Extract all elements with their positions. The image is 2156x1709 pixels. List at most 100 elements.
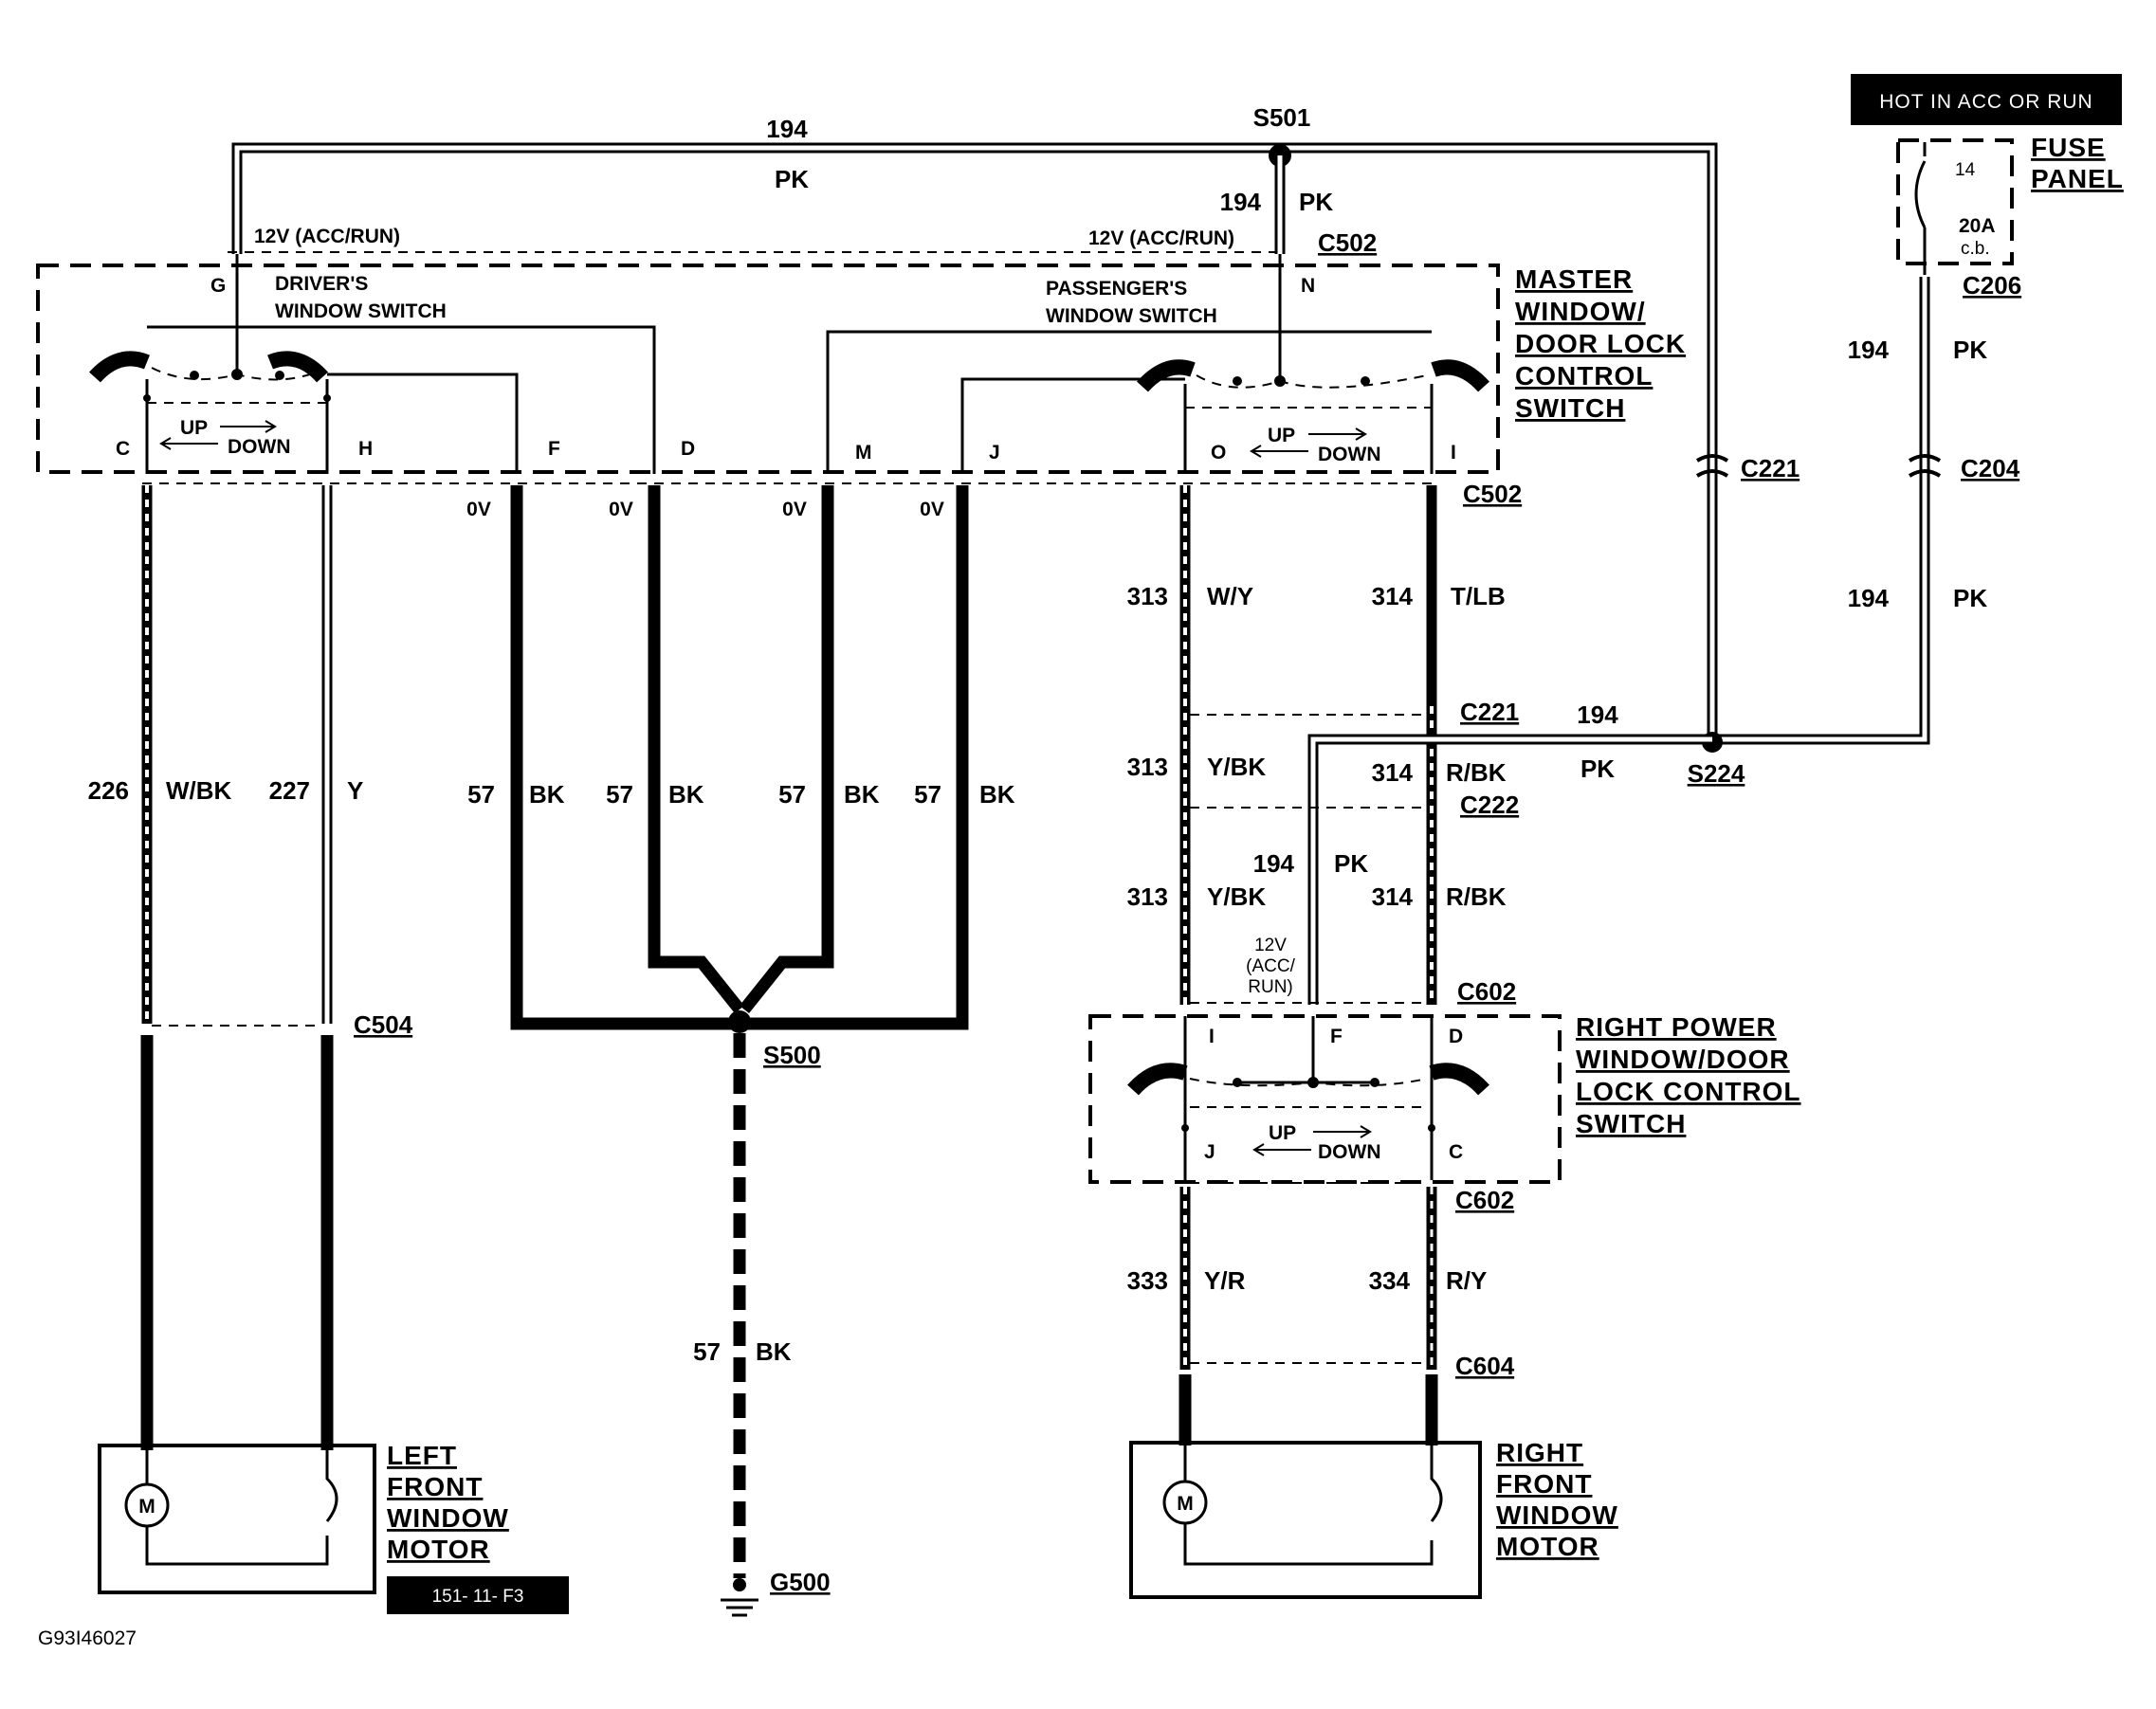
splice-s500: [728, 1010, 751, 1033]
wire-313-color-2: Y/BK: [1207, 753, 1266, 781]
hot-in-acc-or-run-box: [1851, 74, 2122, 125]
wire-57-f-num: 57: [467, 780, 495, 809]
wire-194-mid-num: 194: [1253, 849, 1295, 878]
zero-volt-d: 0V: [609, 499, 633, 520]
wire-227-num: 227: [269, 776, 310, 805]
fuse-panel-title-2: PANEL: [2031, 164, 2124, 193]
right-v12-line-3: RUN): [1248, 977, 1293, 997]
pin-j: J: [989, 442, 1000, 464]
splice-s224-label: S224: [1688, 759, 1745, 788]
connector-c602-top-label: C602: [1457, 977, 1516, 1006]
drivers-switch-rocker-right: [267, 351, 328, 383]
wire-57-m-num: 57: [778, 780, 806, 809]
master-switch-title-4: CONTROL: [1515, 361, 1653, 391]
right-motor-box: [1129, 1441, 1482, 1599]
right-switch-rocker-right: [1429, 1063, 1489, 1096]
right-motor-title-4: MOTOR: [1496, 1532, 1599, 1561]
wire-313-color-1: W/Y: [1207, 582, 1253, 610]
passengers-to-pin-j: [960, 377, 1185, 474]
ground-g500-label: G500: [770, 1568, 831, 1596]
pin-d: D: [681, 438, 695, 460]
wire-194-s224-color: PK: [1580, 755, 1615, 783]
connector-c222-label: C222: [1460, 791, 1519, 819]
passengers-switch-label-1: PASSENGER'S: [1046, 278, 1187, 300]
pin-m: M: [855, 442, 872, 464]
wire-227-color: Y: [347, 776, 363, 805]
wire-194-top-color: PK: [775, 165, 809, 193]
connector-c206-label: C206: [1963, 271, 2021, 300]
drivers-up-label: UP: [180, 417, 208, 439]
wire-333-num: 333: [1127, 1266, 1168, 1295]
right-pin-c: C: [1449, 1141, 1463, 1163]
passengers-switch-rocker-left: [1137, 359, 1196, 392]
pin-c: C: [116, 438, 130, 460]
connector-c221-label: C221: [1460, 698, 1519, 726]
wire-313-color-3: Y/BK: [1207, 882, 1266, 911]
wire-57-ground-num: 57: [693, 1337, 721, 1366]
wire-194-fuse2-num: 194: [1848, 584, 1890, 612]
wire-57-j: [740, 485, 969, 1030]
right-up-label: UP: [1269, 1122, 1296, 1144]
wire-314-num-3: 314: [1372, 882, 1414, 911]
wire-57-j-num: 57: [914, 780, 941, 809]
circuit-breaker-symbol: [1914, 160, 1927, 228]
wire-314-color-1: T/LB: [1451, 582, 1506, 610]
drivers-switch-label-1: DRIVER'S: [275, 273, 368, 295]
zero-volt-f: 0V: [466, 499, 491, 520]
wire-57-m-color: BK: [844, 780, 880, 809]
code-box-label: 151- 11- F3: [432, 1587, 524, 1607]
passengers-to-pin-m: [826, 330, 1432, 474]
master-switch-title-3: DOOR LOCK: [1515, 329, 1686, 358]
fuse-rating: 20A: [1959, 215, 1996, 237]
wire-57-j-color: BK: [979, 780, 1015, 809]
drivers-to-pin-f: [327, 373, 519, 474]
fuse-panel-title-1: FUSE: [2031, 133, 2106, 162]
wire-314-color-3: R/BK: [1446, 882, 1507, 911]
wire-314-color-2: R/BK: [1446, 758, 1507, 787]
wire-194-fuse-color: PK: [1953, 336, 1987, 364]
wire-333-color: Y/R: [1204, 1266, 1246, 1295]
connector-c221-right-symbol: [1695, 454, 1729, 478]
drivers-switch-rocker-left: [89, 351, 150, 383]
right-down-label: DOWN: [1318, 1141, 1381, 1163]
right-v12-line-2: (ACC/: [1246, 956, 1295, 976]
connector-c604-label: C604: [1455, 1352, 1515, 1380]
right-motor-title-2: FRONT: [1496, 1469, 1592, 1499]
zero-volt-j: 0V: [920, 499, 944, 520]
right-switch-title-3: LOCK CONTROL: [1576, 1077, 1801, 1106]
connector-c602-bottom-label: C602: [1455, 1186, 1514, 1214]
connector-c221-right-label: C221: [1741, 454, 1800, 482]
wire-194-s224-num: 194: [1577, 700, 1618, 729]
connector-c204-label: C204: [1961, 454, 2020, 482]
connector-c204-symbol: [1908, 454, 1942, 478]
wire-57-f: [510, 485, 740, 1030]
left-motor-circuit: [145, 1450, 338, 1566]
wire-313-num-3: 313: [1127, 882, 1168, 911]
left-motor-title-2: FRONT: [387, 1472, 483, 1501]
right-motor-title-1: RIGHT: [1496, 1438, 1583, 1467]
wire-334-num: 334: [1369, 1266, 1411, 1295]
right-switch-rocker-left: [1127, 1063, 1188, 1096]
fuse-panel-box: [1896, 138, 2014, 265]
passengers-switch-rocker-right: [1431, 359, 1489, 392]
wire-334-color: R/Y: [1446, 1266, 1487, 1295]
wire-194-top-num: 194: [766, 115, 808, 143]
wire-226-num: 226: [88, 776, 129, 805]
passengers-up-label: UP: [1268, 425, 1295, 446]
right-motor-circuit: [1183, 1445, 1443, 1566]
right-switch-title-4: SWITCH: [1576, 1109, 1686, 1138]
left-motor-title-3: WINDOW: [387, 1503, 509, 1533]
right-motor-title-3: WINDOW: [1496, 1500, 1618, 1530]
wire-194-fuse-to-s224: [1712, 277, 1930, 745]
code-box: [387, 1576, 569, 1614]
right-v12-line-1: 12V: [1254, 936, 1287, 955]
splice-s500-label: S500: [763, 1041, 821, 1069]
splice-s501-label: S501: [1253, 103, 1311, 132]
left-motor-title-1: LEFT: [387, 1441, 457, 1470]
pin-o: O: [1211, 442, 1226, 464]
ground-icon: [721, 1598, 758, 1617]
fuse-type: c.b.: [1961, 239, 1990, 259]
right-pin-j: J: [1204, 1141, 1215, 1163]
master-switch-title-1: MASTER: [1515, 264, 1633, 294]
fuse-number: 14: [1955, 160, 1976, 180]
